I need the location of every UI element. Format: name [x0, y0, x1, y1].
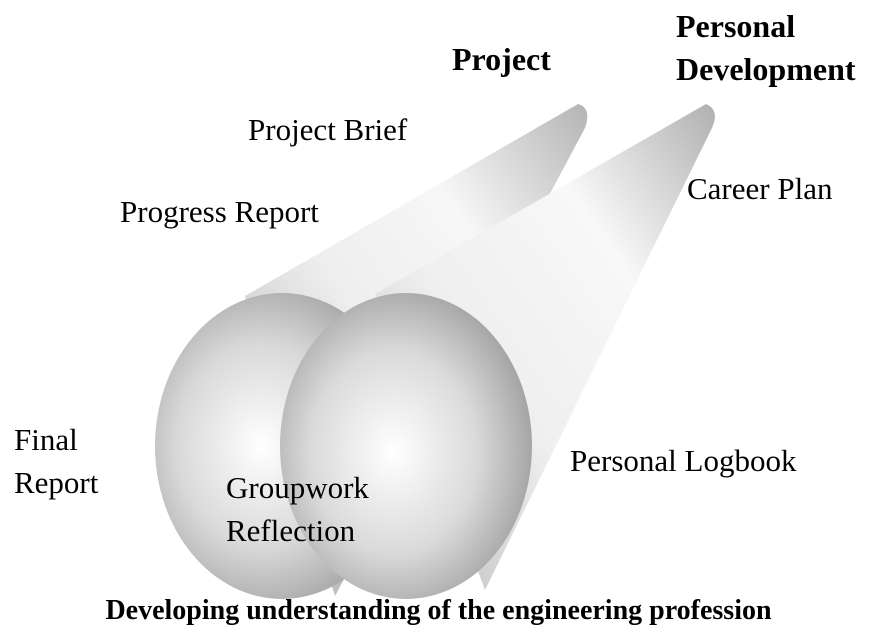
personal-development-track-title: Personal Development — [676, 5, 856, 90]
progress-report-label: Progress Report — [120, 194, 319, 229]
groupwork-reflection-line-2: Reflection — [226, 512, 356, 548]
career-plan-label: Career Plan — [687, 171, 833, 206]
personal-logbook-label: Personal Logbook — [570, 443, 797, 478]
final-report-line-2: Report — [14, 464, 99, 500]
project-brief-label: Project Brief — [248, 112, 408, 147]
groupwork-reflection-label: Groupwork Reflection — [226, 467, 369, 553]
groupwork-reflection-line-1: Groupwork — [226, 470, 369, 505]
personal-development-title-line-2: Development — [676, 50, 856, 87]
diagram-caption: Developing understanding of the engineer… — [105, 595, 772, 626]
project-track-title: Project — [452, 41, 551, 77]
personal-development-title-line-1: Personal — [676, 8, 796, 44]
personal-cone-face — [280, 293, 532, 599]
final-report-line-1: Final — [14, 422, 78, 457]
final-report-label: Final Report — [14, 419, 98, 505]
